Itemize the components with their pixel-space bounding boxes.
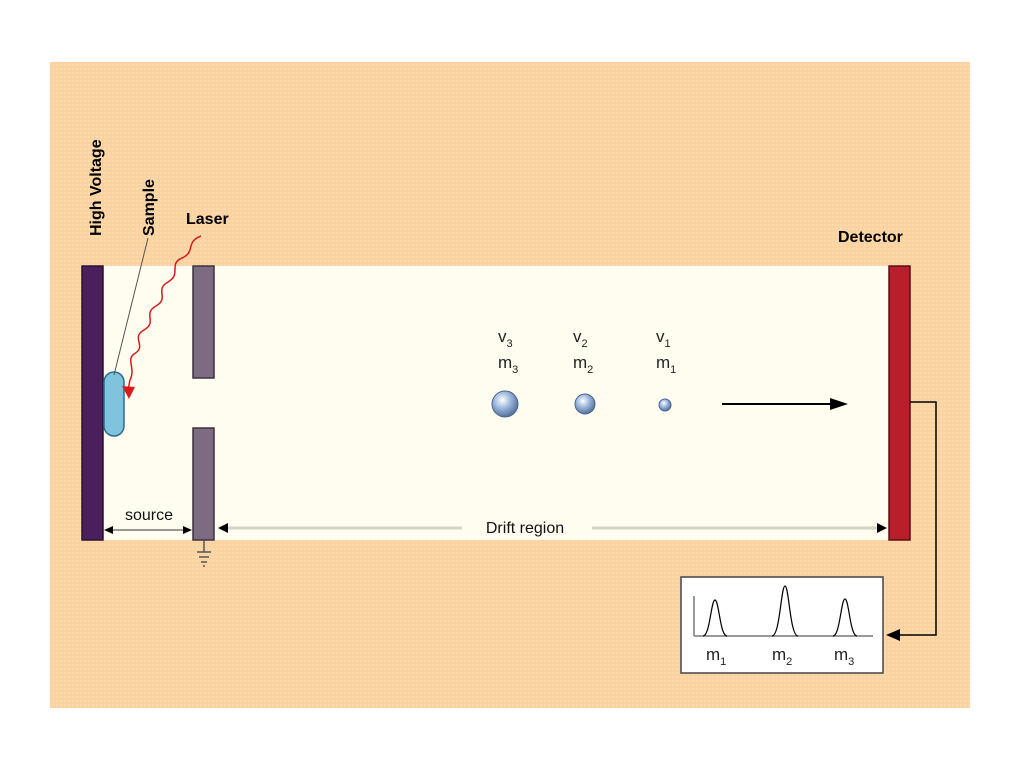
spectrum-peak-label-2: m2 [772, 645, 792, 668]
drift-span-arrow [218, 523, 887, 533]
ion-3-velocity: v [498, 327, 507, 346]
ion-1-velocity-sub: 1 [665, 338, 671, 350]
signal-wire [886, 401, 937, 641]
source-label: source [125, 507, 173, 524]
ion-2-velocity-sub: 2 [582, 338, 588, 350]
ion-1-labels: v1 m1 [656, 327, 676, 376]
detector-plate [888, 265, 911, 541]
grid-plate-top [192, 265, 215, 379]
ion-1-sphere [658, 398, 672, 412]
ion-3-mass-sub: 3 [512, 364, 518, 376]
ion-3-labels: v3 m3 [498, 327, 518, 376]
svg-text:v2: v2 [573, 327, 588, 350]
laser-arrowhead-icon [122, 386, 135, 399]
ion-3-mass: m [498, 353, 512, 372]
svg-text:m2: m2 [573, 353, 593, 376]
svg-text:m1: m1 [656, 353, 676, 376]
detector-label: Detector [838, 229, 903, 246]
spectrum-peak-2 [771, 585, 799, 637]
sample-capsule [103, 371, 125, 437]
laser-label: Laser [186, 211, 229, 228]
ground-icon [197, 540, 211, 567]
spectrum-peak-1 [702, 599, 728, 637]
ion-1-mass-sub: 1 [670, 364, 676, 376]
ion-2-mass: m [573, 353, 587, 372]
spectrum-peak-label-1: m1 [706, 645, 726, 668]
ion-2-labels: v2 m2 [573, 327, 593, 376]
laser-beam [127, 235, 202, 391]
high-voltage-label: High Voltage [88, 139, 105, 236]
ion-2-sphere [574, 393, 596, 415]
sample-leader-line [113, 237, 149, 376]
ion-2-velocity: v [573, 327, 582, 346]
direction-arrow-icon [722, 398, 848, 410]
svg-text:v1: v1 [656, 327, 671, 350]
high-voltage-plate [81, 265, 104, 541]
ion-1-mass: m [656, 353, 670, 372]
grid-plate-bottom [192, 427, 215, 541]
svg-text:m3: m3 [498, 353, 518, 376]
spectrum-plot [693, 585, 873, 637]
ion-3-velocity-sub: 3 [507, 338, 513, 350]
sample-label: Sample [141, 179, 158, 236]
ion-3-sphere [491, 390, 519, 418]
drift-region-label: Drift region [486, 520, 564, 537]
spectrum-box [680, 576, 884, 674]
ion-2-mass-sub: 2 [587, 364, 593, 376]
ion-1-velocity: v [656, 327, 665, 346]
spectrum-peak-3 [832, 598, 858, 637]
svg-text:v3: v3 [498, 327, 513, 350]
spectrum-peak-label-3: m3 [834, 645, 854, 668]
source-span-arrow [104, 526, 192, 534]
